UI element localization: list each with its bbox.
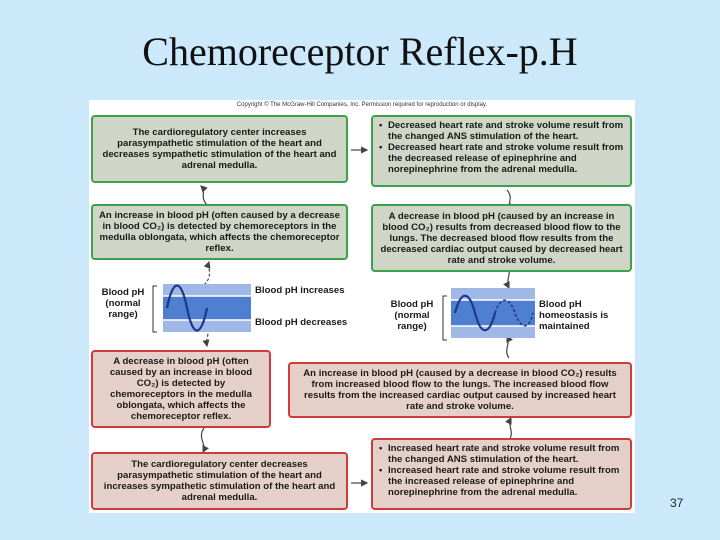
left-decreases-label: Blood pH decreases [255,317,348,328]
bullet-dot: • [379,120,383,131]
mid-right-green-box: A decrease in blood pH (caused by an inc… [371,204,632,272]
bullet-item: • Increased heart rate and stroke volume… [379,465,624,498]
top-right-box: • Decreased heart rate and stroke volume… [371,115,632,187]
left-range-label: Blood pH (normal range) [101,287,145,320]
bullet-item: • Decreased heart rate and stroke volume… [379,120,624,142]
top-left-text: The cardioregulatory center increases pa… [102,127,337,171]
bottom-left-text: The cardioregulatory center decreases pa… [103,459,336,503]
bottom-left-box: The cardioregulatory center decreases pa… [91,452,348,510]
bullet-dot: • [379,142,383,153]
bullet-item: • Increased heart rate and stroke volume… [379,443,624,465]
left-increases-label: Blood pH increases [255,285,345,296]
bullet-dot: • [379,443,383,454]
right-homeostasis-label: Blood pH homeostasis is maintained [539,299,609,332]
mid-left-red-text: A decrease in blood pH (often caused by … [109,356,253,422]
mid-right-green-text: A decrease in blood pH (caused by an inc… [380,210,623,266]
page-number: 37 [670,496,684,510]
left-ph-graph [152,284,251,333]
bottom-right-box: • Increased heart rate and stroke volume… [371,438,632,510]
arrow-left-down [200,427,209,454]
mid-right-red-text: An increase in blood pH (caused by a dec… [303,368,617,412]
copyright-notice: Copyright © The McGraw-Hill Companies, I… [236,102,488,108]
top-left-box: The cardioregulatory center increases pa… [91,115,348,183]
mid-right-red-box: An increase in blood pH (caused by a dec… [288,362,632,418]
reflex-diagram: Copyright © The McGraw-Hill Companies, I… [89,100,635,513]
mid-left-red-box: A decrease in blood pH (often caused by … [91,350,271,428]
right-ph-graph [442,288,535,341]
top-right-bullet-2: Decreased heart rate and stroke volume r… [388,142,624,175]
right-range-label: Blood pH (normal range) [390,299,434,332]
arrow-left-up [200,185,208,206]
mid-left-green-box: An increase in blood pH (often caused by… [91,204,348,260]
bullet-item: • Decreased heart rate and stroke volume… [379,142,624,175]
bottom-right-bullet-2: Increased heart rate and stroke volume r… [388,465,620,498]
bottom-right-bullet-1: Increased heart rate and stroke volume r… [388,443,620,465]
top-right-bullet-1: Decreased heart rate and stroke volume r… [388,120,624,142]
slide-title: Chemoreceptor Reflex-p.H [142,29,578,74]
bullet-dot: • [379,465,383,476]
mid-left-green-text: An increase in blood pH (often caused by… [99,210,340,254]
